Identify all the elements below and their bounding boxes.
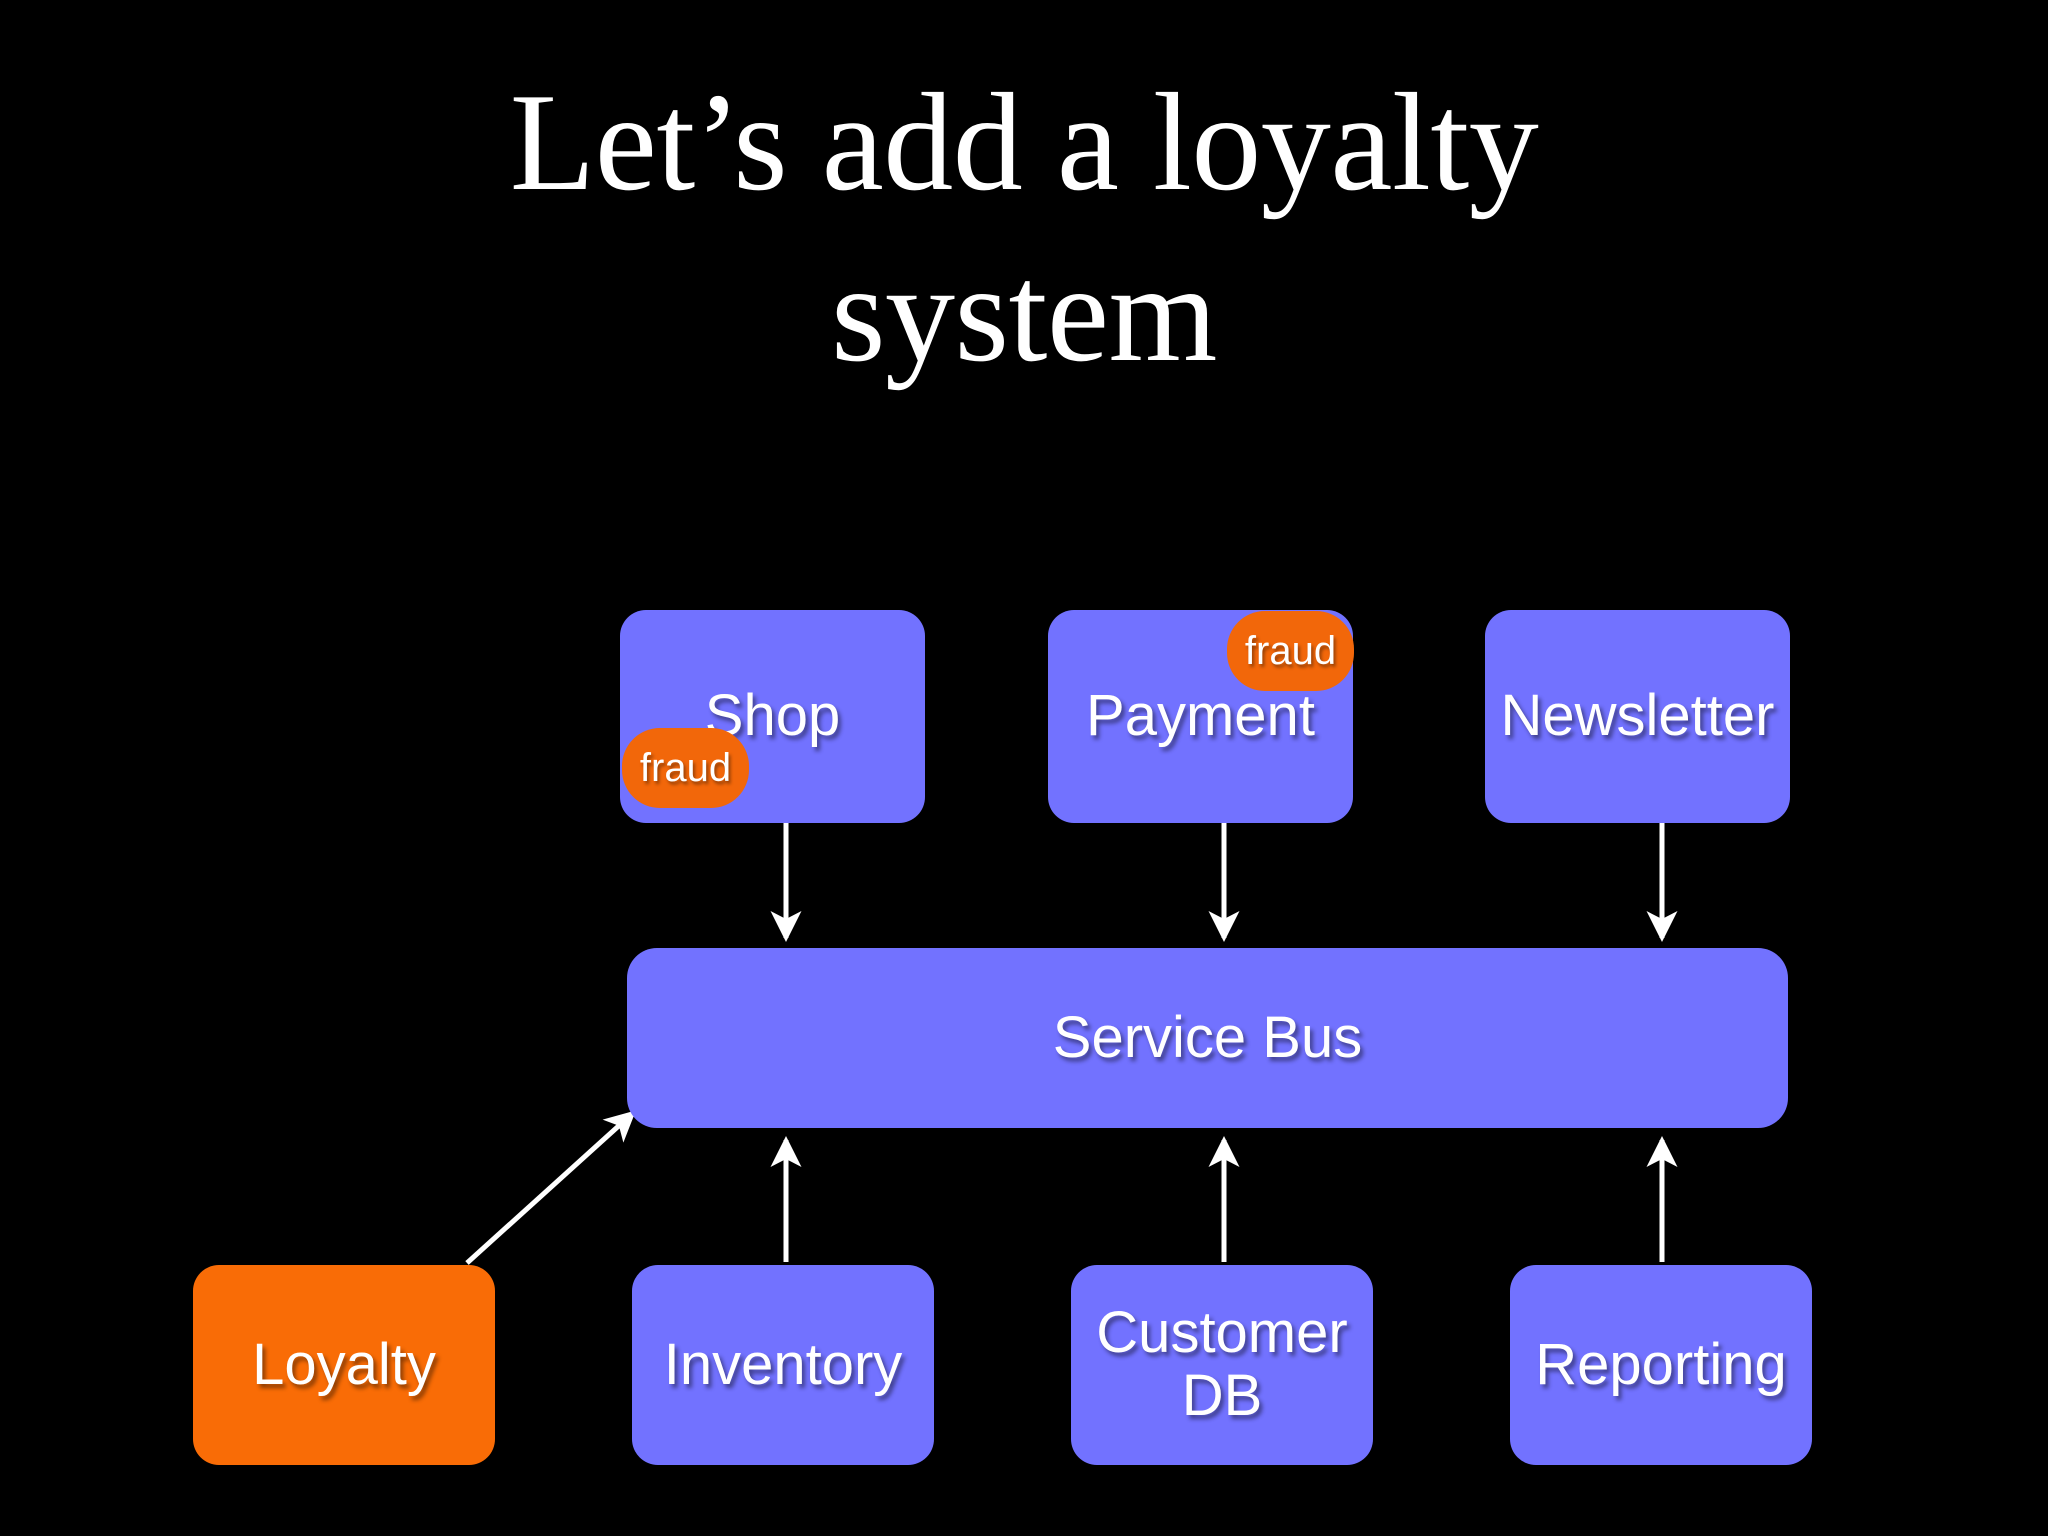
badge-fraud-shop[interactable]: fraud [622,728,749,808]
node-reporting[interactable]: Reporting [1510,1265,1812,1465]
node-inventory-label: Inventory [663,1331,903,1397]
node-customer-db[interactable]: Customer DB [1071,1265,1373,1465]
badge-fraud-shop-label: fraud [639,745,732,790]
node-reporting-label: Reporting [1535,1331,1787,1397]
node-newsletter-label: Newsletter [1500,683,1775,749]
node-loyalty[interactable]: Loyalty [193,1265,495,1465]
node-payment-label: Payment [1086,683,1315,749]
node-loyalty-label: Loyalty [252,1331,436,1397]
edge-loyalty-to-bus [465,1110,636,1265]
node-newsletter[interactable]: Newsletter [1485,610,1790,823]
node-service-bus[interactable]: Service Bus [627,948,1788,1128]
node-customer-db-label: Customer DB [1096,1300,1348,1428]
page-title: Let’s add a loyalty system [509,65,1539,391]
badge-fraud-payment[interactable]: fraud [1227,611,1354,691]
badge-fraud-payment-label: fraud [1244,628,1337,673]
node-inventory[interactable]: Inventory [632,1265,934,1465]
node-payment[interactable]: Payment [1048,610,1353,823]
node-service-bus-label: Service Bus [1052,1004,1363,1070]
